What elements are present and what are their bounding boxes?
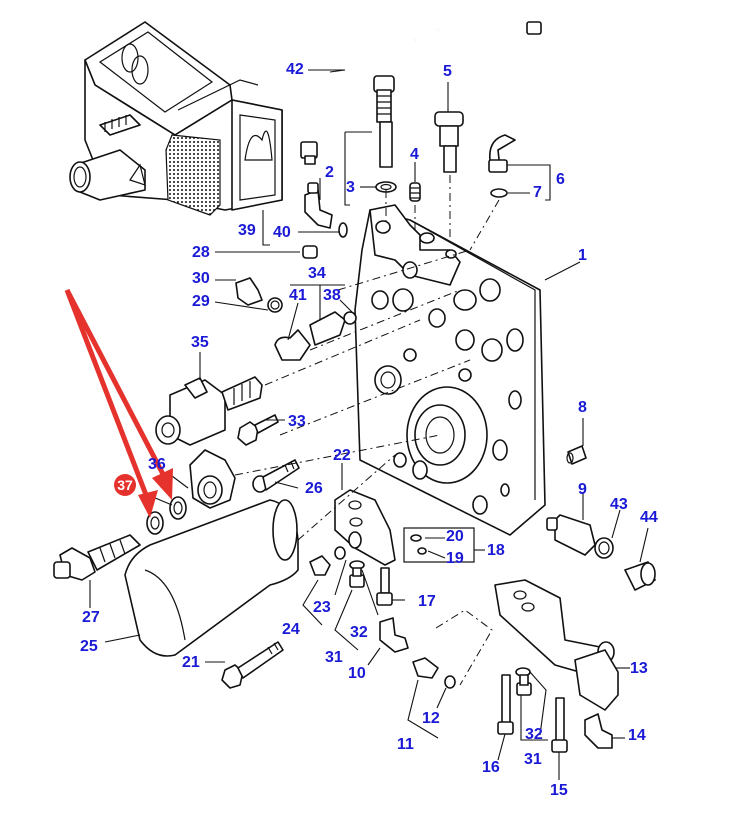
- plug-28: [302, 245, 318, 259]
- label-part-5: 5: [443, 63, 452, 80]
- label-part-44: 44: [640, 509, 658, 526]
- label-part-6: 6: [556, 171, 565, 188]
- label-part-32-upper: 32: [350, 624, 368, 641]
- label-part-4: 4: [410, 146, 419, 163]
- screw-31-lower: [515, 667, 532, 696]
- label-part-20: 20: [446, 528, 464, 545]
- spring-4: [409, 182, 421, 202]
- label-part-14: 14: [628, 727, 646, 744]
- elbow-fitting-39: [304, 182, 348, 238]
- label-part-19: 19: [446, 550, 464, 567]
- label-part-35: 35: [191, 334, 209, 351]
- elbow-fitting-10: [379, 617, 409, 653]
- label-part-41: 41: [289, 287, 307, 304]
- label-part-8: 8: [578, 399, 587, 416]
- transmission-housing: [69, 21, 283, 216]
- bolt-17: [376, 567, 393, 606]
- bolt-21: [221, 641, 284, 689]
- label-part-11: 11: [397, 736, 414, 753]
- label-part-29: 29: [192, 293, 210, 310]
- filter-cartridge-25: [124, 499, 299, 657]
- label-part-16: 16: [482, 759, 500, 776]
- relief-valve-2: [373, 75, 397, 193]
- valve-plug-5: [434, 111, 464, 173]
- label-part-17: 17: [418, 593, 436, 610]
- label-part-2: 2: [325, 164, 334, 181]
- control-valve-13: [494, 579, 619, 711]
- label-part-33: 33: [288, 413, 306, 430]
- label-part-32-lower: 32: [525, 726, 543, 743]
- main-valve-body-1: [354, 204, 546, 536]
- bolt-16: [497, 674, 514, 735]
- label-part-18: 18: [487, 542, 505, 559]
- elbow-fitting-6: [488, 134, 516, 198]
- arrow-to-ring-37: [64, 289, 151, 501]
- label-part-36: 36: [148, 456, 166, 473]
- label-part-30: 30: [192, 270, 210, 287]
- label-part-25: 25: [80, 638, 98, 655]
- alignment-lines: [234, 175, 500, 686]
- label-part-3: 3: [346, 179, 355, 196]
- highlight-marker-37: 37: [114, 474, 136, 496]
- label-part-23: 23: [313, 599, 331, 616]
- solenoid-35: [155, 376, 263, 446]
- label-part-22: 22: [333, 447, 351, 464]
- label-part-13: 13: [630, 660, 648, 677]
- label-part-21: 21: [182, 654, 200, 671]
- label-part-31-lower: 31: [524, 751, 542, 768]
- label-part-24: 24: [282, 621, 300, 638]
- label-part-34: 34: [308, 265, 326, 282]
- adapter-11: [412, 657, 456, 689]
- label-part-42: 42: [286, 61, 304, 78]
- label-part-43: 43: [610, 496, 628, 513]
- label-part-12: 12: [422, 710, 440, 727]
- label-part-7: 7: [533, 184, 542, 201]
- flange-22: [334, 489, 396, 566]
- label-part-26: 26: [305, 480, 323, 497]
- label-part-40: 40: [273, 224, 291, 241]
- label-part-9: 9: [578, 481, 587, 498]
- highlight-arrows: [64, 288, 173, 518]
- arrowhead-37: [138, 490, 158, 518]
- label-part-15: 15: [550, 782, 568, 799]
- screw-31: [349, 560, 365, 588]
- label-part-10: 10: [348, 665, 366, 682]
- bolt-15: [551, 697, 568, 753]
- bolt-26: [252, 459, 300, 493]
- elbow-fitting-14: [584, 713, 613, 749]
- gasket-kit-18: [403, 527, 475, 563]
- plug-30: [235, 277, 283, 313]
- label-part-1: 1: [578, 247, 587, 264]
- plug-23: [309, 546, 346, 576]
- label-part-38: 38: [323, 287, 341, 304]
- valve-27: [53, 534, 141, 581]
- label-part-39: 39: [238, 222, 256, 239]
- label-part-31-upper: 31: [325, 649, 343, 666]
- sealing-rings: [146, 496, 187, 535]
- banjo-fitting-36: [189, 449, 236, 509]
- pressure-switch-9: [546, 514, 656, 591]
- label-part-27: 27: [82, 609, 100, 626]
- plug-8: [566, 445, 587, 465]
- label-part-28: 28: [192, 244, 210, 261]
- arrow-to-ring-36: [64, 288, 168, 480]
- pipe-42: [300, 5, 542, 165]
- fitting-34: [274, 311, 357, 361]
- arrowhead-36: [152, 468, 173, 500]
- leader-lines: [89, 69, 649, 780]
